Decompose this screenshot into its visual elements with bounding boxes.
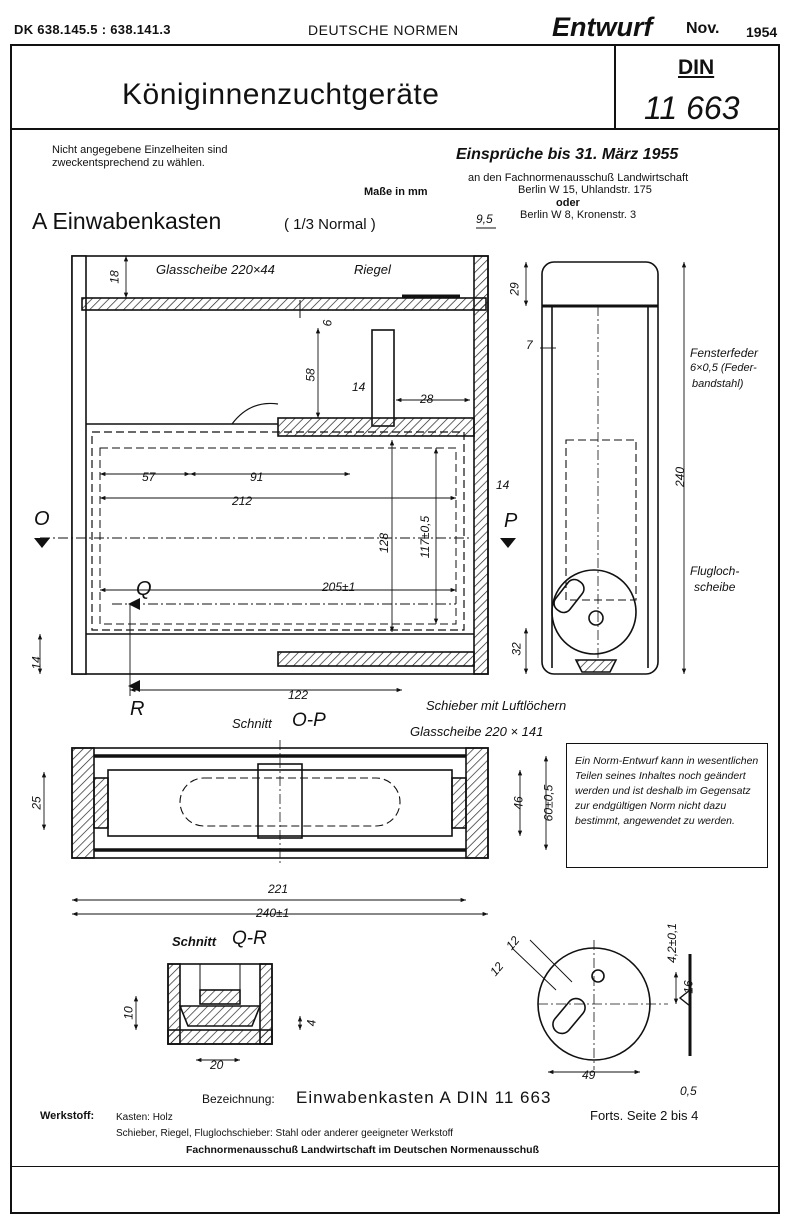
label-flugloch-2: scheibe	[694, 580, 736, 594]
draft-status: Entwurf	[552, 12, 653, 42]
dim-32: 32	[509, 642, 524, 656]
note-unspecified-2: zweckentsprechend zu wählen.	[52, 157, 205, 169]
dim-58: 58	[303, 368, 318, 382]
units-note: Maße in mm	[364, 186, 428, 198]
document-title: Königinnenzuchtgeräte	[122, 78, 440, 111]
standards-body: DEUTSCHE NORMEN	[308, 22, 459, 38]
din-cell	[616, 44, 780, 130]
dim-29: 29	[507, 282, 522, 296]
dim-16: 16	[681, 980, 696, 994]
drawing-sheet	[10, 44, 780, 1214]
draft-notice-box: Ein Norm-Entwurf kann in wesentlichen Te…	[566, 743, 768, 868]
dim-49: 49	[582, 1068, 596, 1082]
dim-117: 117±0,5	[418, 515, 433, 559]
dim-4-2: 4,2±0,1	[664, 923, 679, 963]
dim-14b: 14	[496, 478, 510, 492]
material-label: Werkstoff:	[40, 1110, 95, 1122]
dim-122: 122	[288, 688, 309, 702]
title-cell	[10, 44, 616, 130]
dim-212: 212	[232, 494, 253, 508]
label-schieber: Schieber mit Luftlöchern	[426, 698, 567, 713]
dim-0-5: 0,5	[680, 1084, 697, 1098]
section-scale: ( 1/3 Normal )	[284, 216, 376, 233]
cut-label-r: R	[130, 698, 145, 720]
dim-60: 60±0,5	[541, 784, 556, 822]
cut-label-o: O	[34, 508, 50, 530]
footer-divider	[10, 1166, 780, 1167]
dim-25: 25	[29, 796, 44, 810]
cut-label-q: Q	[136, 578, 152, 600]
objection-or: oder	[556, 197, 580, 209]
label-riegel: Riegel	[354, 262, 391, 277]
dim-9-5: 9,5	[476, 212, 493, 226]
din-label: DIN	[678, 56, 715, 79]
dim-240-vertical: 240	[673, 466, 688, 488]
cut-label-p: P	[504, 510, 518, 532]
dim-14c: 14	[29, 656, 44, 670]
label-schnitt-op: O-P	[292, 710, 326, 731]
material-line-1: Kasten: Holz	[116, 1112, 173, 1123]
side-view	[541, 261, 659, 675]
label-schnitt-op-word: Schnitt	[232, 716, 272, 731]
designation-label: Bezeichnung:	[202, 1092, 275, 1106]
dim-28: 28	[420, 392, 434, 406]
issue-month: Nov.	[686, 20, 720, 37]
section-qr-view	[167, 963, 273, 1045]
label-fensterfeder-2: 6×0,5 (Feder-	[690, 362, 757, 374]
issue-year: 1954	[746, 24, 778, 40]
label-flugloch-1: Flugloch-	[690, 564, 740, 578]
front-view	[71, 255, 489, 675]
dim-205: 205±1	[322, 580, 356, 594]
objection-address-2: Berlin W 15, Uhlandstr. 175	[518, 184, 652, 196]
label-glasscheibe-top: Glasscheibe 220×44	[156, 262, 275, 277]
objection-deadline: Einsprüche bis 31. März 1955	[456, 146, 679, 163]
objection-address-1: an den Fachnormenausschuß Landwirtschaft	[468, 172, 689, 184]
dim-240-horizontal: 240±1	[256, 906, 290, 920]
dim-6: 6	[320, 319, 335, 327]
dim-57: 57	[142, 470, 156, 484]
dim-18: 18	[107, 270, 122, 284]
note-unspecified-1: Nicht angegebene Einzelheiten sind	[52, 144, 228, 156]
dim-46: 46	[511, 796, 526, 810]
dk-classification: DK 638.145.5 : 638.141.3	[14, 22, 171, 37]
dim-4: 4	[304, 1019, 319, 1027]
dim-221: 221	[268, 882, 289, 896]
label-fensterfeder-1: Fensterfeder	[690, 346, 759, 360]
label-schnitt-qr-word: Schnitt	[172, 934, 217, 949]
label-schnitt-qr: Q-R	[232, 928, 267, 949]
section-heading: A Einwabenkasten	[32, 208, 222, 234]
section-op-view	[71, 740, 489, 866]
dim-128: 128	[377, 532, 392, 554]
continuation-note: Forts. Seite 2 bis 4	[590, 1108, 699, 1123]
authority-line: Fachnormenausschuß Landwirtschaft im Deu…	[186, 1144, 539, 1156]
label-fensterfeder-3: bandstahl)	[692, 378, 744, 390]
disc-detail	[537, 940, 692, 1070]
dim-10: 10	[121, 1006, 136, 1020]
dim-91: 91	[250, 470, 264, 484]
dim-20: 20	[210, 1058, 224, 1072]
dim-14a: 14	[352, 380, 366, 394]
label-glasscheibe-bottom: Glasscheibe 220 × 141	[410, 724, 544, 739]
designation-value: Einwabenkasten A DIN 11 663	[296, 1088, 552, 1107]
objection-address-3: Berlin W 8, Kronenstr. 3	[520, 209, 637, 221]
dim-7: 7	[526, 338, 533, 352]
din-number: 11 663	[644, 90, 740, 126]
material-line-2: Schieber, Riegel, Fluglochschieber: Stah…	[116, 1128, 454, 1139]
